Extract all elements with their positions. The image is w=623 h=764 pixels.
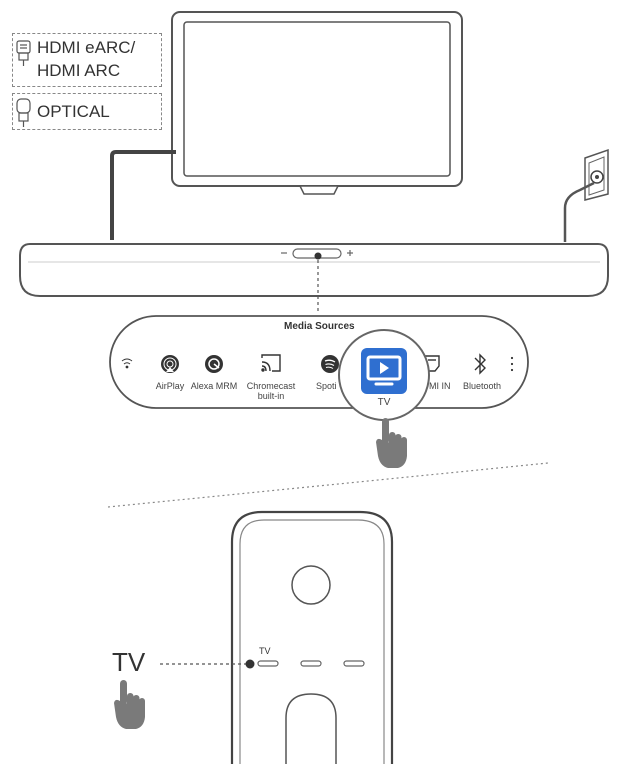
- hdmi-connection-box: [12, 33, 162, 87]
- source-label-bluetooth: Bluetooth: [462, 381, 502, 391]
- hdmi-label-line2: HDMI ARC: [37, 61, 121, 80]
- hdmi-label-line1: HDMI eARC/: [37, 38, 136, 57]
- source-label-spotify: Spoti: [316, 381, 337, 391]
- remote-tv-callout-label: TV: [112, 647, 146, 677]
- optical-connector-icon: [16, 98, 31, 127]
- bluetooth-icon: [474, 353, 486, 375]
- source-label-tv: TV: [377, 397, 391, 408]
- section-divider: [107, 462, 549, 508]
- wifi-icon: [121, 358, 133, 369]
- power-cable: [563, 181, 595, 242]
- remote-tv-button-label: TV: [259, 646, 271, 656]
- airplay-icon: [161, 355, 179, 373]
- television: [171, 11, 463, 195]
- more-icon: [510, 356, 514, 372]
- media-sources-title: Media Sources: [284, 321, 355, 332]
- hdmi-connector-icon: [16, 40, 31, 66]
- tv-source-magnifier: [338, 329, 430, 421]
- chromecast-icon: [261, 354, 281, 372]
- remote-callout-dot: [245, 659, 255, 669]
- source-label-hdmi-in: MI IN: [429, 381, 451, 391]
- source-label-airplay: AirPlay: [155, 381, 185, 391]
- alexa-icon: [205, 355, 223, 373]
- source-label-chromecast: Chromecast built-in: [246, 381, 296, 401]
- hdmi-cable: [110, 150, 176, 240]
- optical-connection-box: [12, 93, 162, 130]
- pointing-hand-icon-remote: [114, 680, 145, 729]
- remote-control: [230, 510, 394, 764]
- optical-label: OPTICAL: [37, 102, 110, 121]
- wall-outlet: [584, 148, 609, 201]
- source-label-alexa: Alexa MRM: [190, 381, 238, 391]
- soundbar: [19, 243, 609, 297]
- pointing-hand-icon: [376, 418, 407, 468]
- spotify-icon: [321, 355, 339, 373]
